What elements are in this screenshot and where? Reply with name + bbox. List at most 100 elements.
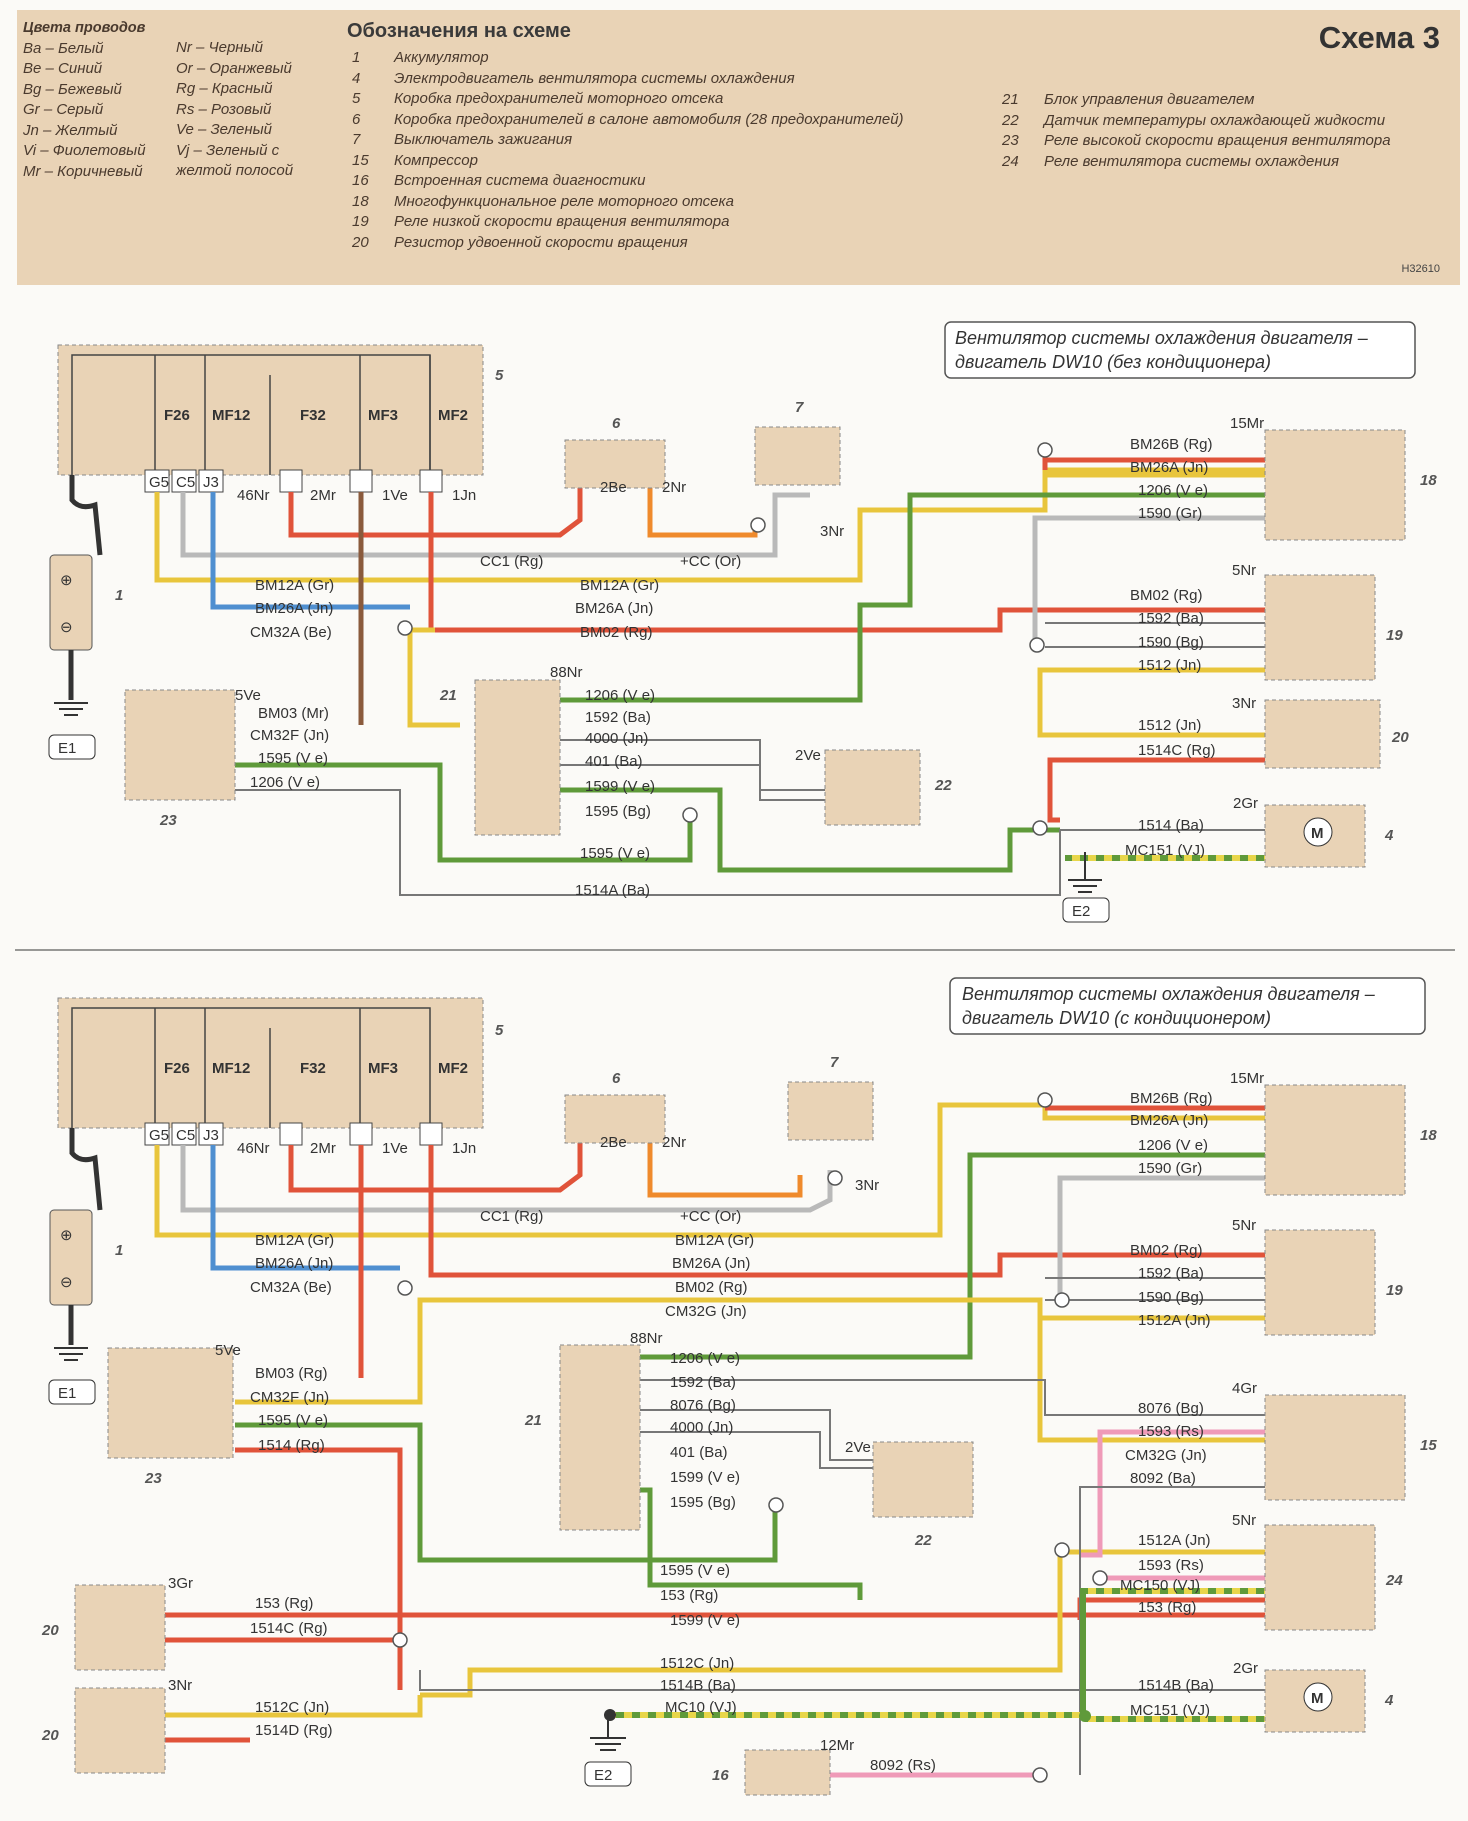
svg-text:BM26B (Rg): BM26B (Rg) [1130,436,1213,453]
motor-m: M [1311,825,1324,842]
wire-color-item: Mr – Коричневый [23,162,143,180]
svg-text:1512 (Jn): 1512 (Jn) [1138,717,1201,734]
svg-text:153 (Rg): 153 (Rg) [1138,1599,1196,1616]
svg-text:1593 (Rs): 1593 (Rs) [1138,1423,1204,1440]
label-20-b: 20 [41,1727,59,1744]
svg-text:8076 (Bg): 8076 (Bg) [1138,1400,1204,1417]
svg-text:1595 (V e): 1595 (V e) [258,1412,328,1429]
label-23: 23 [159,812,177,829]
svg-text:8092 (Ba): 8092 (Ba) [1130,1470,1196,1487]
wire-color-item: Rg – Красный [176,80,273,97]
svg-text:BM12A (Gr): BM12A (Gr) [255,1232,334,1249]
battery-minus-icon: ⊖ [60,619,73,636]
image-code: Н32610 [1401,263,1440,275]
wire-color-item: Ve – Зеленый [176,121,272,138]
wire-color-item: Jn – Желтый [23,121,118,139]
fuse-f26: F26 [164,407,190,424]
label-24: 24 [1385,1572,1403,1589]
battery-plus-icon: ⊕ [60,572,73,589]
ground-e1-b-label: E1 [58,1385,76,1402]
ground-icon-e2 [1068,852,1102,893]
conn-12mr: 12Mr [820,1737,854,1754]
svg-text:⊖: ⊖ [60,1274,73,1291]
svg-text:BM26A (Jn): BM26A (Jn) [1130,1112,1208,1129]
junction-dots [397,442,1053,836]
label-20-a: 20 [41,1622,59,1639]
svg-text:153 (Rg): 153 (Rg) [660,1587,718,1604]
motor-icon-b [1303,1682,1333,1712]
svg-text:1512C (Jn): 1512C (Jn) [255,1699,329,1716]
fuse-mf3-b: MF3 [368,1060,398,1077]
svg-text:1593 (Rs): 1593 (Rs) [1138,1557,1204,1574]
wire-color-item: желтой полосой [176,162,294,179]
svg-text:BM03 (Mr): BM03 (Mr) [258,705,329,722]
wire-colors-col1: Цвета проводов Ba – Белый Be – Синий Bg … [23,18,146,182]
ground-e2-b-label: E2 [594,1767,612,1784]
conn-46nr: 46Nr [237,487,270,504]
svg-text:MC151 (VJ): MC151 (VJ) [1130,1702,1210,1719]
wire-mc10 [615,1712,1085,1718]
wire-color-item: Bg – Бежевый [23,80,122,98]
conn-5ve: 5Ve [235,687,261,704]
fuse-mf2: MF2 [438,407,468,424]
svg-text:1512A (Jn): 1512A (Jn) [1138,1532,1211,1549]
svg-text:CM32G (Jn): CM32G (Jn) [1125,1447,1207,1464]
conn-3nr-c: 3Nr [168,1677,192,1694]
conn-5nr-c: 5Nr [1232,1512,1256,1529]
fuse-mf12-b: MF12 [212,1060,250,1077]
diagram1-wire-labels: CC1 (Rg) +CC (Or) BM12A (Gr) BM12A (Gr) … [250,436,1216,899]
svg-text:1512C (Jn): 1512C (Jn) [660,1655,734,1672]
label-16: 16 [712,1767,729,1784]
label-22-b: 22 [914,1532,932,1549]
svg-text:+CC (Or): +CC (Or) [680,1208,741,1225]
conn-5ve-b: 5Ve [215,1342,241,1359]
svg-text:CC1 (Rg): CC1 (Rg) [480,553,543,570]
svg-text:1592 (Ba): 1592 (Ba) [585,709,651,726]
relay-19 [1264,574,1376,681]
svg-text:MC151 (VJ): MC151 (VJ) [1125,842,1205,859]
svg-text:1514C (Rg): 1514C (Rg) [1138,742,1216,759]
svg-text:CM32G (Jn): CM32G (Jn) [665,1303,747,1320]
svg-text:1590 (Gr): 1590 (Gr) [1138,1160,1202,1177]
svg-text:BM03 (Rg): BM03 (Rg) [255,1365,328,1382]
label-5: 5 [495,367,504,384]
ground-e2-label: E2 [1072,903,1090,920]
label-15: 15 [1420,1437,1437,1454]
conn-2mr-b: 2Mr [310,1140,336,1157]
conn-2be: 2Be [600,479,627,496]
conn-88nr: 88Nr [550,664,583,681]
conn-15mr-b: 15Mr [1230,1070,1264,1087]
diagram2-subtitle: двигатель DW10 (с кондиционером) [962,1008,1271,1028]
svg-text:CM32A (Be): CM32A (Be) [250,1279,332,1296]
conn-3gr: 3Gr [168,1575,193,1592]
pin-j3: J3 [203,474,219,491]
svg-text:1592 (Ba): 1592 (Ba) [1138,1265,1204,1282]
label-4-b: 4 [1384,1692,1394,1709]
conn-1ve-b: 1Ve [382,1140,408,1157]
svg-text:1590 (Bg): 1590 (Bg) [1138,1289,1204,1306]
svg-text:CM32F (Jn): CM32F (Jn) [250,1389,329,1406]
svg-text:BM02 (Rg): BM02 (Rg) [675,1279,748,1296]
conn-15mr: 15Mr [1230,415,1264,432]
label-21-b: 21 [524,1412,542,1429]
diagram1-subtitle: двигатель DW10 (без кондиционера) [955,352,1271,372]
label-19-b: 19 [1386,1282,1403,1299]
svg-text:1599 (V e): 1599 (V e) [585,778,655,795]
label-18-b: 18 [1420,1127,1437,1144]
svg-text:1512 (Jn): 1512 (Jn) [1138,657,1201,674]
svg-text:1206 (V e): 1206 (V e) [585,687,655,704]
conn-46nr-b: 46Nr [237,1140,270,1157]
label-4: 4 [1384,827,1394,844]
svg-text:1595 (V e): 1595 (V e) [580,845,650,862]
svg-text:BM12A (Gr): BM12A (Gr) [580,577,659,594]
svg-text:BM26A (Jn): BM26A (Jn) [255,1255,333,1272]
compressor-15 [1264,1394,1406,1501]
label-1-b: 1 [115,1242,123,1259]
